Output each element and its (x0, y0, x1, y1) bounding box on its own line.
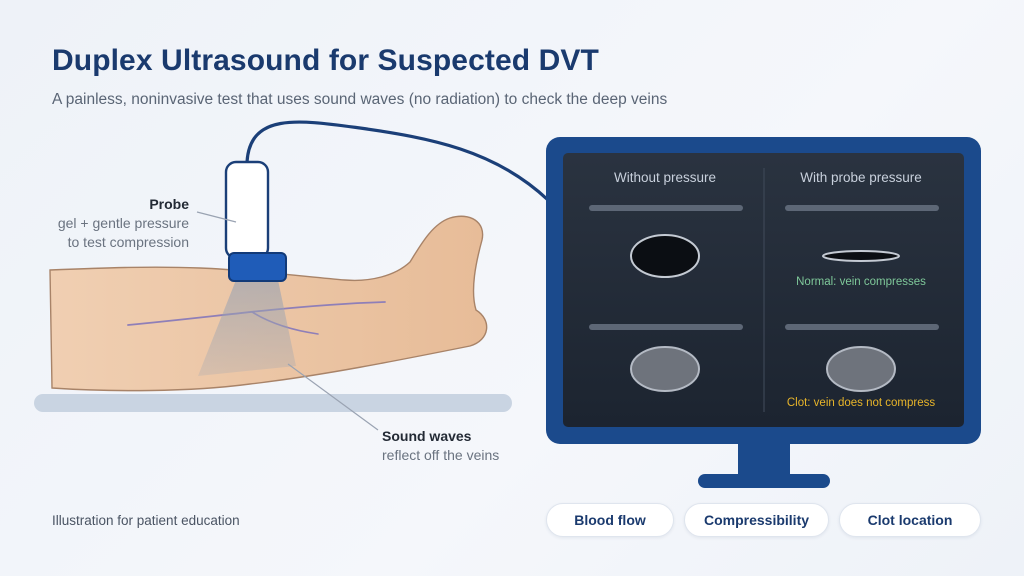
probe-label: Probe gel + gentle pressure to test comp… (58, 195, 189, 252)
sound-waves-line1: reflect off the veins (382, 447, 500, 463)
feature-pill-blood-flow: Blood flow (546, 503, 674, 537)
left-panel-title: Without pressure (613, 170, 717, 185)
sound-waves-label: Sound waves reflect off the veins (382, 427, 499, 465)
normal-vein-compressed (822, 250, 900, 262)
feature-pill-compressibility: Compressibility (684, 503, 829, 537)
sound-waves-heading: Sound waves (382, 428, 472, 444)
probe-cable (245, 120, 550, 202)
sound-wave-beam (198, 280, 296, 376)
probe-label-line2: to test compression (67, 234, 189, 250)
probe-leader-line (196, 211, 237, 223)
clot-status-text: Clot: vein does not compress (786, 397, 936, 409)
page-subtitle: A painless, noninvasive test that uses s… (52, 91, 668, 108)
normal-status-text: Normal: vein compresses (796, 276, 926, 288)
probe-label-heading: Probe (149, 196, 189, 212)
page-title: Duplex Ultrasound for Suspected DVT (52, 44, 599, 77)
tissue-band (589, 324, 743, 330)
exam-table (34, 394, 512, 412)
right-panel-title: With probe pressure (800, 170, 922, 185)
probe-label-line1: gel + gentle pressure (57, 215, 189, 231)
ultrasound-probe-icon (224, 160, 287, 282)
footer-note: Illustration for patient education (52, 513, 240, 528)
feature-pill-clot-location: Clot location (839, 503, 981, 537)
normal-vein-open (630, 234, 700, 278)
tissue-band (589, 205, 743, 211)
tissue-band (785, 205, 939, 211)
clot-vein (630, 346, 700, 392)
monitor-base (698, 474, 830, 488)
waves-leader-line (287, 363, 379, 431)
tissue-band (785, 324, 939, 330)
clot-vein-pressed (826, 346, 896, 392)
